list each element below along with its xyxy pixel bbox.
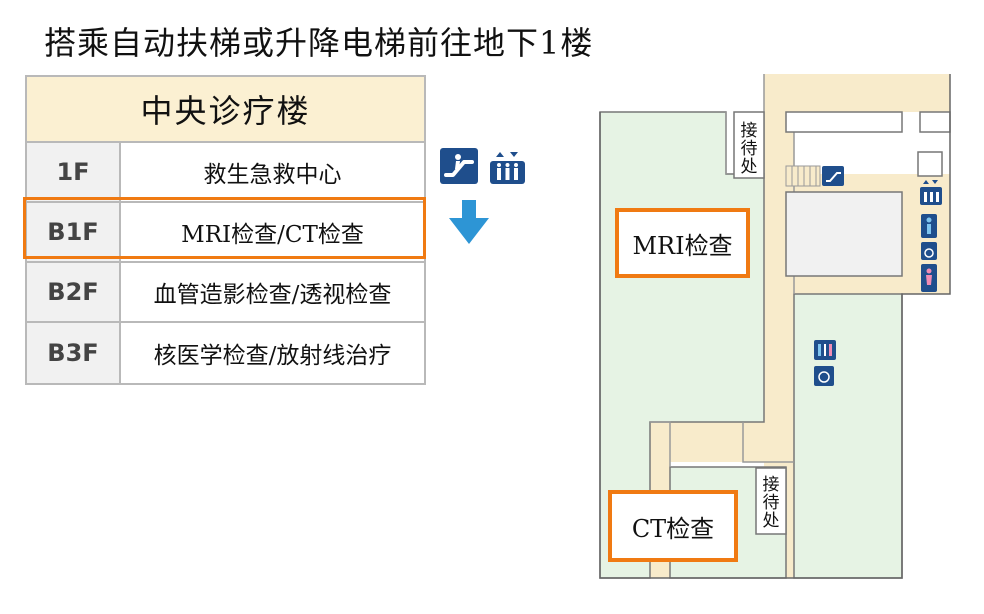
- reception-label: 接待处: [740, 121, 758, 177]
- floor-department: MRI检查/CT检查: [181, 222, 364, 248]
- floor-department: 核医学检查/放射线治疗: [153, 343, 392, 369]
- floor-label: B2F: [27, 263, 121, 321]
- reception-counter: [733, 111, 765, 179]
- stairs: [785, 165, 821, 187]
- floor-row: 1F 救生急救中心: [27, 143, 424, 203]
- room: [919, 111, 951, 133]
- floor-row: B2F 血管造影检查/透视检查: [27, 263, 424, 323]
- room: [785, 111, 903, 133]
- floor-row: B1F MRI检查/CT检查: [27, 203, 424, 263]
- reception-label: 接待处: [762, 475, 780, 531]
- corridor: [764, 74, 950, 112]
- floor-department: 血管造影检查/透视检查: [153, 282, 392, 308]
- floor-label: B1F: [27, 203, 121, 261]
- elevator-icon: [490, 150, 525, 184]
- floor-label: B3F: [27, 323, 121, 383]
- current-floor-highlight: [23, 197, 426, 259]
- room: [917, 151, 943, 177]
- floor-label: 1F: [27, 143, 121, 201]
- floor-department: 救生急救中心: [203, 162, 342, 188]
- page-title: 搭乘自动扶梯或升降电梯前往地下1楼: [44, 24, 594, 62]
- elevator-hall: [785, 191, 903, 277]
- room: [793, 293, 903, 579]
- escalator-icon: [822, 166, 844, 186]
- floor-row: B3F 核医学检查/放射线治疗: [27, 323, 424, 383]
- floor-directory: 中央诊疗楼 1F 救生急救中心 B1F MRI检查/CT检查 B2F 血管造影检…: [25, 75, 426, 385]
- ct-room-label: CT检查: [608, 490, 738, 562]
- down-arrow-icon: [449, 200, 489, 244]
- wheelchair-icon: [814, 366, 834, 386]
- escalator-icon: [440, 148, 478, 184]
- elevator-icon: [920, 180, 942, 205]
- building-name: 中央诊疗楼: [27, 77, 424, 143]
- corridor: [650, 422, 794, 462]
- mri-room-label: MRI检查: [615, 208, 750, 278]
- reception-counter: [755, 467, 787, 535]
